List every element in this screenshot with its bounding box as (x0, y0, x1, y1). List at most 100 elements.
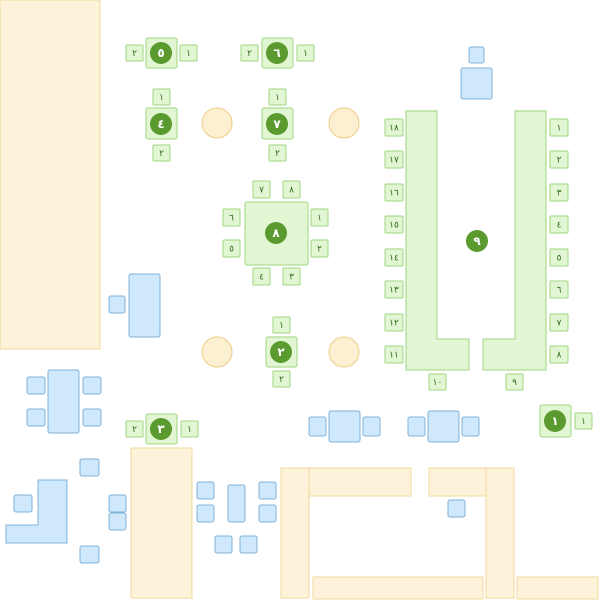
seat-number: ٦ (229, 214, 234, 224)
seat[interactable] (240, 44, 259, 62)
blue-chair (407, 416, 426, 437)
table-7-badge (266, 113, 288, 135)
seat[interactable] (428, 373, 447, 391)
blue-chair (108, 295, 126, 314)
seat[interactable] (384, 280, 404, 299)
seat[interactable] (384, 345, 404, 364)
seat-number: ٢ (317, 245, 322, 255)
blue-chair (258, 481, 277, 500)
seat-number: ٢ (557, 156, 562, 166)
seat[interactable] (125, 44, 144, 62)
seat[interactable] (549, 215, 569, 234)
seat-number: ١١ (389, 351, 399, 361)
blue-table (328, 410, 361, 443)
seat[interactable] (252, 267, 271, 286)
seat[interactable] (152, 88, 171, 106)
seat[interactable] (384, 150, 404, 169)
table-2-badge (270, 341, 292, 363)
seat-number: ٦ (557, 286, 562, 296)
seat[interactable] (384, 215, 404, 234)
seat[interactable] (505, 373, 524, 391)
seat[interactable] (549, 183, 569, 202)
seat-number: ١٤ (389, 254, 399, 264)
seat-number: ١ (303, 49, 308, 59)
zone-bracket-side (280, 467, 310, 599)
blue-chair (468, 46, 485, 64)
table-3-number: ٣ (157, 422, 165, 436)
table-7-number: ٧ (273, 117, 281, 131)
seat[interactable] (549, 313, 569, 332)
blue-chair (196, 481, 215, 500)
table-2[interactable]: ٢١٢ (265, 316, 298, 388)
seat[interactable] (252, 180, 271, 199)
blue-chair (239, 535, 258, 554)
seat[interactable] (222, 239, 241, 258)
seat[interactable] (549, 248, 569, 267)
seat[interactable] (125, 420, 144, 438)
seat[interactable] (384, 183, 404, 202)
seat[interactable] (272, 316, 291, 334)
seat-number: ١٧ (389, 156, 399, 166)
table-9-right-arm[interactable] (482, 110, 547, 371)
seat-number: ٤ (259, 273, 264, 283)
blue-table (427, 410, 460, 443)
seat[interactable] (179, 44, 198, 62)
table-9-left-arm[interactable] (405, 110, 470, 371)
blue-table (128, 273, 161, 338)
blue-chair (26, 376, 46, 395)
seat-number: ٤ (557, 221, 562, 231)
seat-number: ١ (317, 214, 322, 224)
seat[interactable] (549, 345, 569, 364)
seat-number: ١ (187, 425, 192, 435)
seat[interactable] (272, 370, 291, 388)
blue-chair (362, 416, 381, 437)
seat-number: ٣ (557, 189, 562, 199)
table-2-number: ٢ (277, 345, 285, 359)
seat[interactable] (384, 248, 404, 267)
zone-bottom-left (130, 447, 193, 599)
seat[interactable] (268, 88, 287, 106)
blue-chair (108, 494, 127, 513)
blue-chair (196, 504, 215, 523)
round-table (201, 336, 233, 368)
seat-number: ١٦ (389, 189, 399, 199)
seat[interactable] (296, 44, 315, 62)
seat[interactable] (310, 239, 329, 258)
table-4[interactable]: ٤١٢ (145, 88, 178, 162)
seat-number: ١ (279, 321, 284, 331)
blue-chair (108, 512, 127, 531)
seat-number: ٢ (132, 49, 137, 59)
seat[interactable] (574, 412, 593, 430)
seat[interactable] (282, 267, 301, 286)
seat[interactable] (549, 280, 569, 299)
blue-chair (447, 499, 466, 518)
seat[interactable] (384, 313, 404, 332)
seat[interactable] (268, 144, 287, 162)
seat[interactable] (310, 208, 329, 227)
seat-number: ١ (557, 124, 562, 134)
seat-number: ٧ (259, 186, 264, 196)
seat[interactable] (282, 180, 301, 199)
seat[interactable] (180, 420, 199, 438)
seat-number: ٣ (289, 273, 294, 283)
seat-number: ١٠ (433, 378, 443, 388)
seat-number: ٨ (557, 351, 562, 361)
seat[interactable] (222, 208, 241, 227)
seat[interactable] (384, 118, 404, 137)
table-7[interactable]: ٧١٢ (261, 88, 294, 162)
seat[interactable] (549, 118, 569, 137)
table-5-badge (150, 42, 172, 64)
blue-chair (308, 416, 327, 437)
seat-number: ١ (275, 93, 280, 103)
seat-number: ١٣ (389, 286, 399, 296)
seat[interactable] (549, 150, 569, 169)
blue-chair (461, 416, 480, 437)
seat[interactable] (152, 144, 171, 162)
